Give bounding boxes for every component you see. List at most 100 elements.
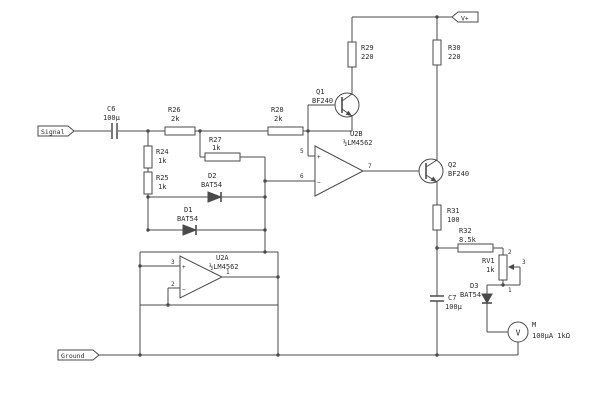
transistor-q1[interactable]: Q1 BF240 — [312, 88, 360, 131]
r25-value: 1k — [158, 183, 167, 191]
r30-value: 220 — [448, 53, 461, 61]
u2b-value: ½LM4562 — [343, 139, 373, 147]
m1-ref: M — [532, 321, 536, 329]
junction-dot — [435, 246, 439, 250]
u2a-pin-out: 1 — [226, 269, 230, 276]
diode-d2[interactable]: D2 BAT54 — [201, 172, 223, 203]
resistor-body — [432, 204, 442, 231]
resistor-r27[interactable]: R27 1k — [204, 136, 241, 162]
rv1-ref: RV1 — [482, 257, 495, 265]
u2a-pin-in-m: 2 — [171, 281, 175, 288]
capacitor-c7[interactable]: C7 100µ — [430, 294, 463, 311]
resistor-body — [143, 171, 153, 195]
vplus-flag-label: V+ — [461, 15, 469, 23]
r30-ref: R30 — [448, 44, 461, 52]
junction-dot — [198, 129, 202, 133]
junction-dot — [435, 353, 439, 357]
u2a-minus-mark: − — [182, 286, 186, 293]
c6-ref: C6 — [107, 105, 115, 113]
m1-value: 100µA 1kΩ — [532, 332, 570, 340]
junction-dot — [263, 195, 267, 199]
u2a-value: ½LM4562 — [209, 263, 239, 271]
d2-value: BAT54 — [201, 181, 222, 189]
junction-dot — [146, 129, 150, 133]
r32-value: 8.5k — [459, 236, 477, 244]
net-flag-ground[interactable]: Ground — [57, 349, 100, 361]
diode-triangle — [481, 293, 493, 305]
potentiometer-rv1[interactable]: RV1 1k 2 3 1 — [482, 249, 526, 294]
resistor-body — [457, 243, 494, 253]
diode-triangle — [182, 224, 198, 236]
opamp-u2b[interactable]: + − 5 6 7 U2B ½LM4562 — [300, 130, 373, 197]
resistor-body — [204, 152, 241, 162]
resistor-r29[interactable]: R29 220 — [347, 41, 374, 68]
resistor-body — [267, 126, 304, 136]
transistor-body — [334, 92, 360, 118]
junction-dot — [166, 303, 170, 307]
u2b-pin-in-m: 6 — [300, 173, 304, 180]
rv1-pin-wiper: 3 — [522, 259, 526, 266]
r24-ref: R24 — [156, 148, 169, 156]
capacitor-c6[interactable]: C6 100µ — [103, 105, 121, 139]
junction-dot — [501, 283, 505, 287]
r25-ref: R25 — [156, 174, 169, 182]
emitter-arrow — [345, 110, 352, 116]
rv1-pin-bottom: 1 — [508, 287, 512, 294]
junction-dot — [306, 129, 310, 133]
r29-value: 220 — [361, 53, 374, 61]
resistor-r25[interactable]: R25 1k — [143, 171, 169, 195]
r24-value: 1k — [158, 157, 167, 165]
transistor-q2[interactable]: Q2 BF240 — [418, 158, 469, 184]
opamp-u2a[interactable]: + − 3 2 1 U2A ½LM4562 — [171, 254, 239, 299]
junction-dot — [276, 275, 280, 279]
u2a-ref: U2A — [216, 254, 229, 262]
transistor-collector-lead — [425, 159, 438, 168]
q2-ref: Q2 — [448, 161, 456, 169]
resistor-r24[interactable]: R24 1k — [143, 145, 169, 169]
q1-ref: Q1 — [316, 88, 324, 96]
junction-dot — [276, 353, 280, 357]
u2a-plus-mark: + — [182, 264, 186, 271]
emitter-arrow — [430, 176, 437, 182]
resistor-body — [143, 145, 153, 169]
u2b-plus-mark: + — [317, 154, 321, 161]
ground-flag-shape — [57, 349, 100, 361]
junction-dot — [435, 15, 439, 19]
resistor-r32[interactable]: R32 8.5k — [457, 227, 494, 253]
junction-dot — [146, 195, 150, 199]
d3-ref: D3 — [470, 282, 478, 290]
d1-value: BAT54 — [177, 215, 198, 223]
resistor-r31[interactable]: R31 100 — [432, 204, 460, 231]
diode-d3[interactable]: D3 BAT54 — [460, 282, 493, 305]
junction-dot — [146, 228, 150, 232]
junction-dot — [138, 353, 142, 357]
r29-ref: R29 — [361, 44, 374, 52]
r26-value: 2k — [171, 115, 180, 123]
r26-ref: R26 — [168, 106, 181, 114]
resistor-r30[interactable]: R30 220 — [432, 39, 461, 66]
resistor-r28[interactable]: R28 2k — [267, 106, 304, 136]
transistor-body — [418, 158, 444, 184]
resistor-body — [347, 41, 357, 68]
q2-value: BF240 — [448, 170, 469, 178]
signal-flag-label: Signal — [41, 128, 65, 136]
meter-dial-letter: V — [516, 329, 521, 338]
c7-value: 100µ — [445, 303, 463, 311]
rv1-pin-top: 2 — [508, 249, 512, 256]
c6-value: 100µ — [103, 114, 121, 122]
net-flag-signal[interactable]: Signal — [37, 125, 75, 137]
resistor-body — [164, 126, 196, 136]
meter-body — [507, 321, 529, 343]
net-flag-vplus[interactable]: V+ — [451, 11, 479, 23]
r32-ref: R32 — [459, 227, 472, 235]
wiper-arrow — [508, 264, 514, 270]
meter-m1[interactable]: V M 100µA 1kΩ — [507, 321, 570, 343]
wires — [74, 16, 521, 356]
d2-ref: D2 — [208, 172, 216, 180]
rv1-value: 1k — [486, 266, 495, 274]
opamp-triangle — [179, 255, 224, 299]
r27-ref: R27 — [209, 136, 222, 144]
diode-d1[interactable]: D1 BAT54 — [177, 206, 198, 236]
resistor-r26[interactable]: R26 2k — [164, 106, 196, 136]
